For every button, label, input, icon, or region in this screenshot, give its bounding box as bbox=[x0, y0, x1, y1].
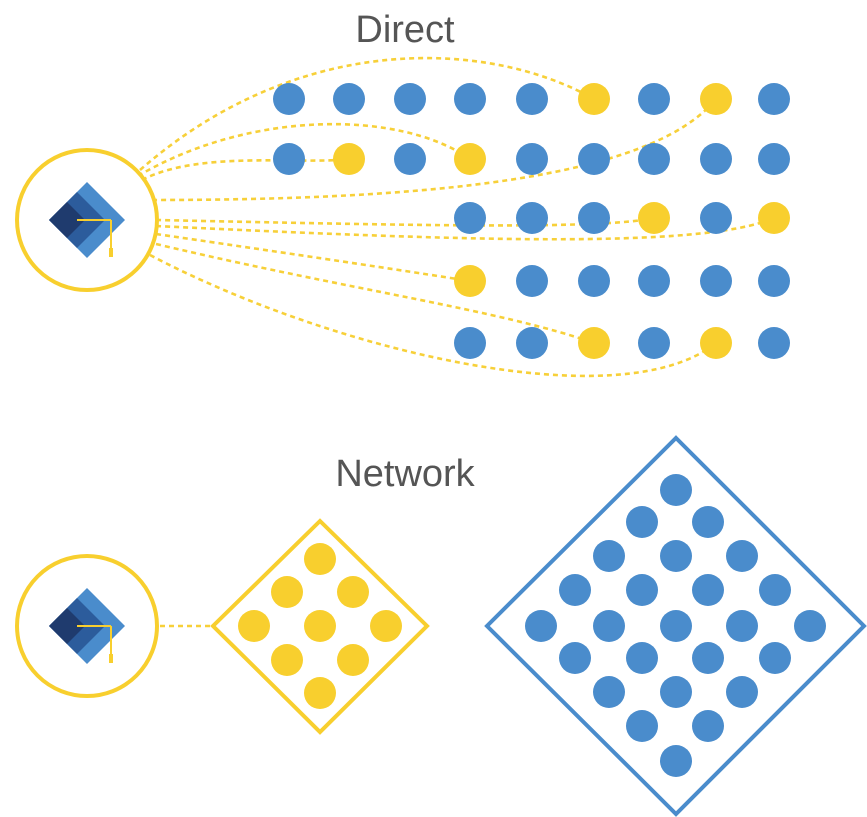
direct-link bbox=[137, 122, 471, 178]
node-blue bbox=[700, 202, 732, 234]
node-blue bbox=[638, 265, 670, 297]
node-blue bbox=[593, 610, 625, 642]
node-yellow bbox=[271, 644, 303, 676]
node-blue bbox=[660, 676, 692, 708]
node-blue bbox=[559, 642, 591, 674]
direct-link bbox=[151, 98, 718, 202]
node-blue bbox=[794, 610, 826, 642]
node-blue bbox=[660, 474, 692, 506]
direct-link bbox=[155, 216, 775, 241]
direct-link bbox=[139, 56, 595, 171]
node-blue bbox=[516, 143, 548, 175]
network-title: Network bbox=[335, 453, 475, 495]
node-blue bbox=[516, 327, 548, 359]
node-blue bbox=[758, 265, 790, 297]
node-yellow bbox=[304, 610, 336, 642]
node-blue bbox=[516, 202, 548, 234]
node-yellow bbox=[578, 327, 610, 359]
node-blue bbox=[578, 265, 610, 297]
node-blue bbox=[638, 143, 670, 175]
node-yellow bbox=[638, 202, 670, 234]
node-yellow bbox=[758, 202, 790, 234]
node-blue bbox=[273, 83, 305, 115]
node-yellow bbox=[238, 610, 270, 642]
node-blue bbox=[273, 143, 305, 175]
node-blue bbox=[516, 265, 548, 297]
direct-link bbox=[155, 242, 595, 345]
node-blue bbox=[700, 143, 732, 175]
node-yellow bbox=[271, 576, 303, 608]
node-blue bbox=[454, 327, 486, 359]
node-yellow bbox=[337, 644, 369, 676]
node-blue bbox=[660, 540, 692, 572]
node-blue bbox=[692, 506, 724, 538]
node-blue bbox=[626, 642, 658, 674]
direct-title: Direct bbox=[355, 9, 455, 51]
node-blue bbox=[578, 143, 610, 175]
node-blue bbox=[593, 540, 625, 572]
node-blue bbox=[692, 642, 724, 674]
node-blue bbox=[578, 202, 610, 234]
node-yellow bbox=[700, 83, 732, 115]
node-blue bbox=[638, 83, 670, 115]
node-blue bbox=[593, 676, 625, 708]
direct-link bbox=[155, 232, 471, 283]
node-blue bbox=[692, 710, 724, 742]
node-yellow bbox=[304, 543, 336, 575]
network-hub bbox=[15, 554, 159, 698]
yellow-cluster bbox=[210, 518, 430, 735]
direct-link bbox=[141, 157, 350, 182]
node-blue bbox=[692, 574, 724, 606]
node-yellow bbox=[454, 143, 486, 175]
node-yellow bbox=[370, 610, 402, 642]
node-yellow bbox=[337, 576, 369, 608]
blue-cluster bbox=[484, 435, 867, 817]
node-blue bbox=[394, 143, 426, 175]
node-blue bbox=[758, 143, 790, 175]
node-blue bbox=[638, 327, 670, 359]
node-blue bbox=[726, 610, 758, 642]
node-blue bbox=[726, 540, 758, 572]
node-blue bbox=[559, 574, 591, 606]
node-blue bbox=[726, 676, 758, 708]
node-blue bbox=[758, 83, 790, 115]
node-blue bbox=[759, 574, 791, 606]
node-blue bbox=[454, 83, 486, 115]
direct-link bbox=[149, 253, 717, 378]
node-blue bbox=[626, 506, 658, 538]
node-blue bbox=[333, 83, 365, 115]
node-blue bbox=[700, 265, 732, 297]
node-blue bbox=[454, 202, 486, 234]
node-yellow bbox=[454, 265, 486, 297]
node-blue bbox=[516, 83, 548, 115]
node-blue bbox=[525, 610, 557, 642]
node-yellow bbox=[333, 143, 365, 175]
direct-nodes bbox=[273, 83, 790, 359]
node-yellow bbox=[700, 327, 732, 359]
node-blue bbox=[626, 574, 658, 606]
node-blue bbox=[626, 710, 658, 742]
node-blue bbox=[660, 610, 692, 642]
node-blue bbox=[759, 642, 791, 674]
node-blue bbox=[758, 327, 790, 359]
node-yellow bbox=[304, 677, 336, 709]
direct-connections bbox=[137, 56, 775, 378]
node-blue bbox=[394, 83, 426, 115]
node-yellow bbox=[578, 83, 610, 115]
node-blue bbox=[660, 745, 692, 777]
direct-hub bbox=[15, 148, 159, 292]
